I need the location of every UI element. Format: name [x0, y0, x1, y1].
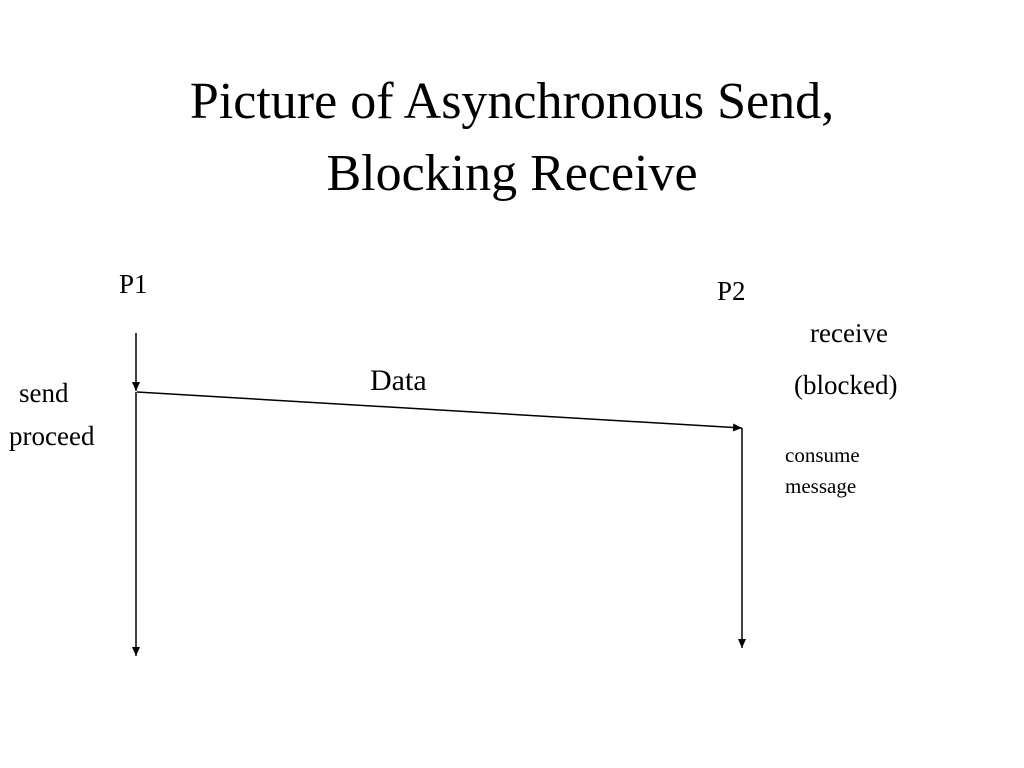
p2-receive-label: receive	[810, 318, 888, 348]
slide-title: Picture of Asynchronous Send, Blocking R…	[0, 66, 1024, 210]
process-label-p1: P1	[119, 269, 148, 299]
slide-title-line-1: Picture of Asynchronous Send,	[189, 73, 835, 130]
process-label-p2: P2	[717, 276, 746, 306]
p1-send-label: send	[19, 378, 69, 408]
p1-proceed-label: proceed	[9, 421, 95, 451]
slide-title-line-2: Blocking Receive	[326, 145, 698, 202]
p2-consume-label: consume	[785, 443, 860, 467]
data-message-arrow	[136, 391, 743, 432]
p2-message-label: message	[785, 474, 857, 498]
p2-blocked-label: (blocked)	[794, 370, 898, 400]
message-label-data: Data	[370, 364, 427, 397]
